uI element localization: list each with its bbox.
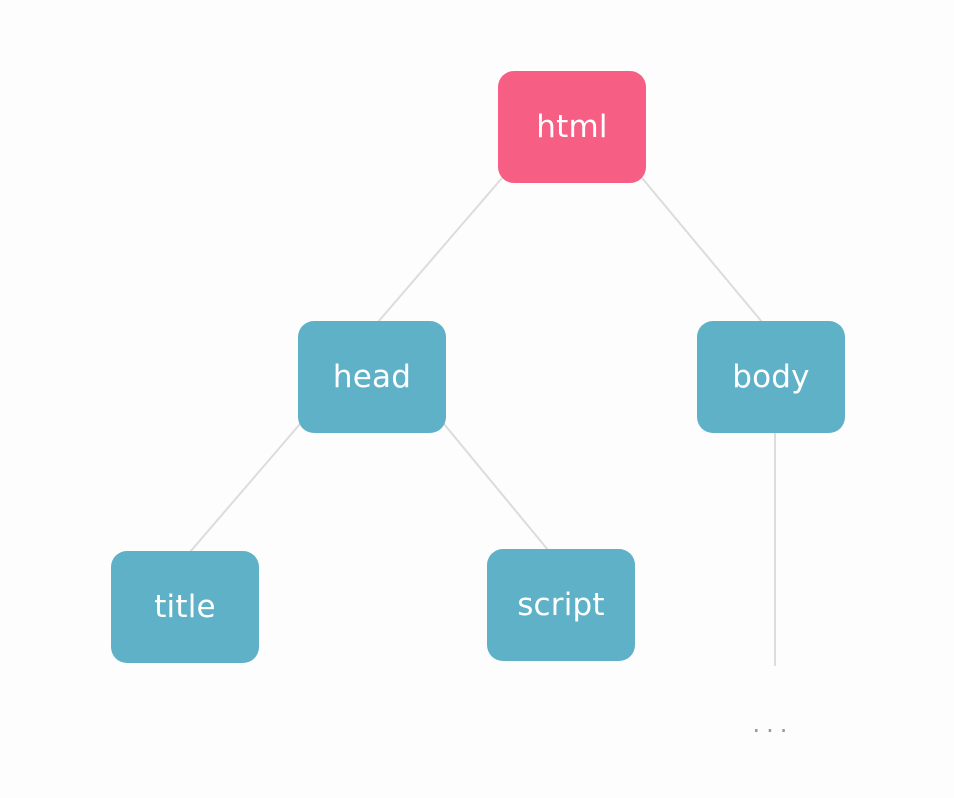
node-head: head: [298, 321, 446, 433]
node-body: body: [697, 321, 845, 433]
more-children-ellipsis: ...: [752, 710, 794, 738]
node-html: html: [498, 71, 646, 183]
edge-html-head: [377, 177, 503, 323]
node-body-label: body: [732, 359, 810, 395]
node-title: title: [111, 551, 259, 663]
node-title-label: title: [154, 589, 216, 625]
edge-html-body: [641, 177, 763, 323]
node-script-label: script: [517, 587, 605, 623]
node-head-label: head: [332, 359, 412, 395]
node-html-label: html: [536, 109, 608, 145]
edge-head-script: [443, 423, 549, 551]
edge-head-title: [189, 423, 301, 553]
node-script: script: [487, 549, 635, 661]
